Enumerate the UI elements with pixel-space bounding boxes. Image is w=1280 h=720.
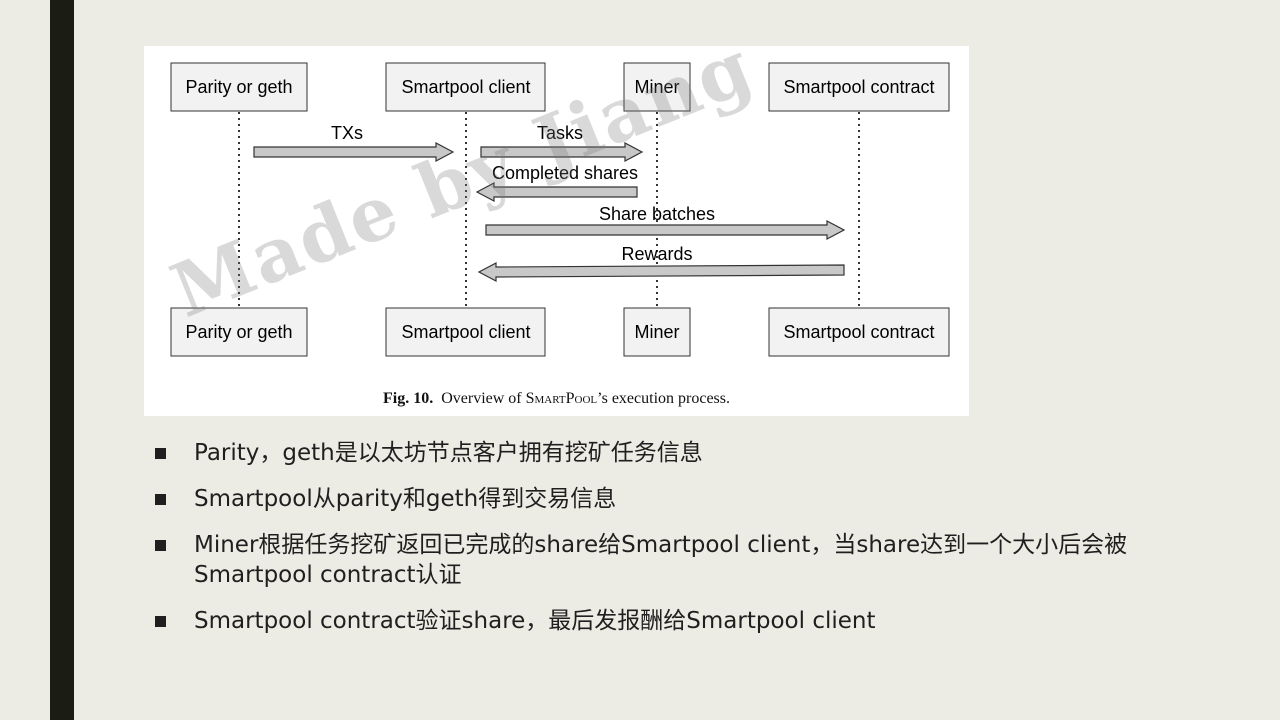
message-txs: TXs: [253, 123, 455, 162]
top-node-miner-label: Miner: [634, 77, 679, 97]
message-tasks-label: Tasks: [537, 123, 583, 143]
bottom-node-smartpool-client-label: Smartpool client: [401, 322, 530, 342]
message-txs-label: TXs: [331, 123, 363, 143]
arrow-share-batches: [485, 220, 846, 240]
bullet-square-icon: [155, 616, 166, 627]
bottom-node-parity: Parity or geth: [170, 307, 308, 357]
arrow-rewards: [477, 262, 845, 282]
top-node-smartpool-client-label: Smartpool client: [401, 77, 530, 97]
message-share-batches: Share batches: [485, 204, 846, 240]
bullet-text: Parity，geth是以太坊节点客户拥有挖矿任务信息: [194, 440, 703, 466]
top-node-parity: Parity or geth: [170, 62, 308, 112]
bullet-item: Smartpool从parity和geth得到交易信息: [155, 484, 1155, 514]
left-accent-bar: [50, 0, 74, 720]
bullet-item: Parity，geth是以太坊节点客户拥有挖矿任务信息: [155, 438, 1155, 468]
bullet-square-icon: [155, 448, 166, 459]
bullet-text: Smartpool contract验证share，最后发报酬给Smartpoo…: [194, 608, 876, 634]
figure-caption-prefix: Overview of: [441, 390, 526, 407]
message-share-batches-label: Share batches: [599, 204, 715, 224]
message-tasks: Tasks: [480, 123, 644, 162]
top-node-smartpool-contract: Smartpool contract: [768, 62, 950, 112]
top-node-parity-label: Parity or geth: [185, 77, 292, 97]
top-node-miner: Miner: [623, 62, 691, 112]
bottom-node-parity-label: Parity or geth: [185, 322, 292, 342]
figure-caption-suffix: ’s execution process.: [597, 390, 731, 407]
figure-caption: Fig. 10. Overview of SmartPool’s executi…: [144, 390, 969, 408]
sequence-diagram: Parity or geth Smartpool client Miner Sm…: [170, 62, 950, 357]
bottom-node-miner: Miner: [623, 307, 691, 357]
bottom-node-miner-label: Miner: [634, 322, 679, 342]
bullet-text: Smartpool从parity和geth得到交易信息: [194, 486, 617, 512]
bullet-square-icon: [155, 540, 166, 551]
message-rewards: Rewards: [477, 244, 845, 282]
arrow-completed-shares: [475, 182, 638, 202]
bottom-node-smartpool-contract: Smartpool contract: [768, 307, 950, 357]
top-node-smartpool-contract-label: Smartpool contract: [783, 77, 934, 97]
figure-caption-name: SmartPool: [525, 390, 598, 407]
bullet-item: Smartpool contract验证share，最后发报酬给Smartpoo…: [155, 606, 1155, 636]
bullet-text: Miner根据任务挖矿返回已完成的share给Smartpool client，…: [194, 532, 1128, 588]
arrow-txs: [253, 142, 455, 162]
message-completed-shares: Completed shares: [475, 163, 638, 202]
figure-caption-label: Fig. 10.: [382, 390, 434, 407]
top-node-smartpool-client: Smartpool client: [385, 62, 546, 112]
bullet-square-icon: [155, 494, 166, 505]
message-rewards-label: Rewards: [621, 244, 692, 264]
message-completed-shares-label: Completed shares: [492, 163, 638, 183]
arrow-tasks: [480, 142, 644, 162]
bottom-node-smartpool-client: Smartpool client: [385, 307, 546, 357]
bullet-list: Parity，geth是以太坊节点客户拥有挖矿任务信息 Smartpool从pa…: [155, 438, 1155, 652]
bottom-node-smartpool-contract-label: Smartpool contract: [783, 322, 934, 342]
sequence-diagram-figure: Parity or geth Smartpool client Miner Sm…: [144, 46, 969, 416]
bullet-item: Miner根据任务挖矿返回已完成的share给Smartpool client，…: [155, 530, 1155, 590]
